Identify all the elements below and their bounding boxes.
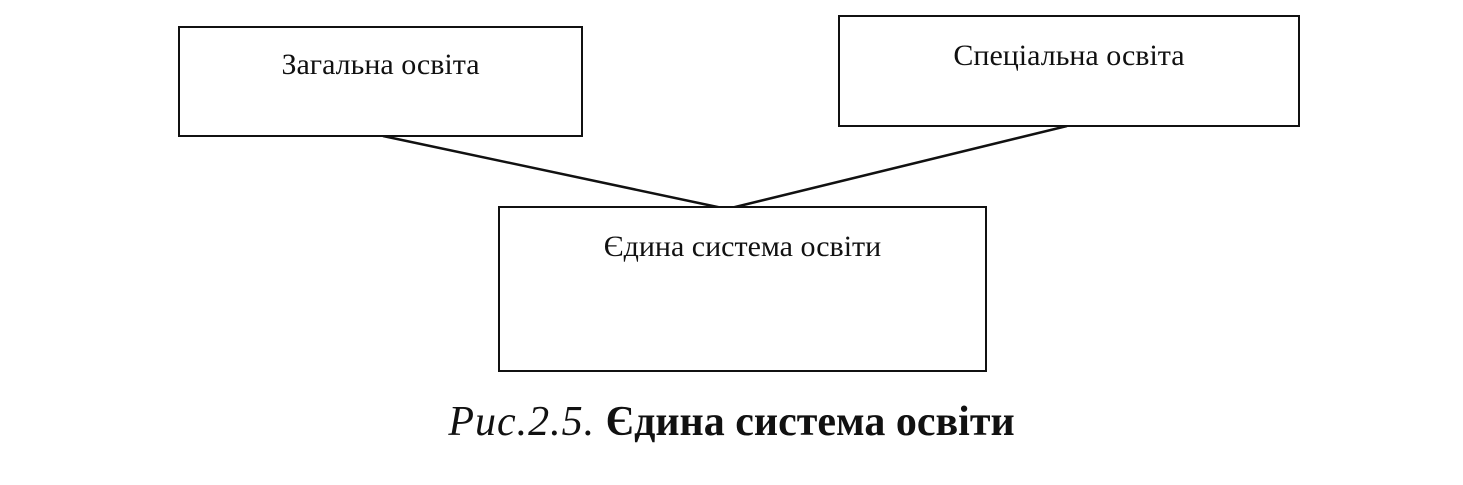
unified-education-system-label: Єдина система освіти	[603, 230, 882, 263]
special-education-label: Спеціальна освіта	[953, 39, 1185, 72]
connector-special-to-unified	[726, 124, 1068, 211]
general-education-box: Загальна освіта	[178, 26, 583, 137]
special-education-box: Спеціальна освіта	[838, 15, 1300, 127]
figure-title: Єдина система освіти	[605, 399, 1015, 445]
figure-number: Рис.2.5.	[448, 399, 596, 445]
connector-general-to-unified	[382, 134, 728, 211]
general-education-label: Загальна освіта	[281, 48, 480, 81]
unified-education-system-box: Єдина система освіти	[498, 206, 987, 372]
figure-caption: Рис.2.5. Єдина система освіти	[0, 398, 1463, 446]
